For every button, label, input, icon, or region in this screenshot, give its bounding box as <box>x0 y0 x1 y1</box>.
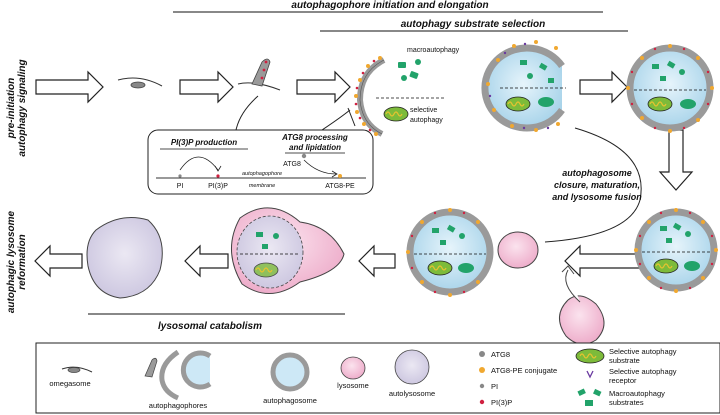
arrow-left-icon <box>184 244 229 278</box>
mitochondrion-icon <box>383 106 409 122</box>
header-initiation: autophagophore initiation and elongation <box>291 0 488 11</box>
autophagosome-bottom-right <box>634 208 718 293</box>
arrow-left-icon <box>564 244 641 278</box>
legend-autolysosome-label: autolysosome <box>389 389 435 398</box>
arrow-right-icon <box>579 70 628 104</box>
mitochondrion-icon <box>575 348 605 364</box>
legend: omegasome autophagophores autophagosome … <box>35 342 720 414</box>
arrow-left-icon <box>34 244 83 278</box>
arrow-right-icon <box>296 70 351 104</box>
macro-substrate-icon <box>577 388 602 406</box>
legend-lysosome: lysosome <box>337 356 369 390</box>
reformed-lysosome <box>86 217 163 299</box>
closure-label-1: autophagosome <box>562 168 632 178</box>
legend-omegasome: omegasome <box>49 366 93 388</box>
atg8-label: ATG8 <box>283 161 301 168</box>
selective-label-2: autophagy <box>410 117 443 124</box>
label-pre-initiation-1: pre-initiation <box>6 78 17 140</box>
atg8pe-label: ATG8-PE <box>325 183 355 190</box>
label-reformation-1: autophagic lysosome <box>6 210 17 313</box>
closure-label-3: and lysosome fusion <box>552 192 642 202</box>
legend-atg8pe-label: ATG8-PE conjugate <box>491 366 557 375</box>
selective-label-1: selective <box>410 107 437 114</box>
lipidation-inset: PI(3)P production ATG8 processing and li… <box>147 95 374 195</box>
omegasome-stage <box>117 77 163 89</box>
pi3p-label: PI(3)P <box>208 183 228 190</box>
legend-macro-1: Macroautophagy <box>609 389 665 398</box>
fusion-stage <box>406 208 605 345</box>
closing-autophagophore <box>481 40 566 132</box>
receptor-icon <box>586 370 594 379</box>
early-phagophore <box>237 58 281 91</box>
arrow-down-icon <box>658 129 694 191</box>
legend-lysosome-label: lysosome <box>337 381 369 390</box>
label-reformation-2: reformation <box>17 234 28 290</box>
lysosomal-catabolism-label: lysosomal catabolism <box>158 321 262 332</box>
pi-label: PI <box>177 183 184 190</box>
legend-autophagophores-label: autophagophores <box>149 401 208 410</box>
membrane-label-1: autophagophore <box>242 171 282 177</box>
process-arrows <box>34 70 694 278</box>
legend-atg8-label: ATG8 <box>491 350 510 359</box>
autolysosome-stage <box>231 207 345 294</box>
legend-omegasome-label: omegasome <box>49 379 90 388</box>
atg8-title-2: and lipidation <box>289 143 341 152</box>
arrow-right-icon <box>35 70 104 104</box>
legend-macro-2: substrates <box>609 398 644 407</box>
header-substrate-selection: autophagy substrate selection <box>401 19 545 30</box>
sealed-autophagosome-top <box>626 44 714 133</box>
legend-substrates: Selective autophagy substrate Selective … <box>575 347 677 407</box>
legend-pi-label: PI <box>491 382 498 391</box>
atg8-title-1: ATG8 processing <box>281 133 348 142</box>
elongating-phagophore: macroautophagy selective autophagy <box>354 47 460 137</box>
legend-autophagophores: autophagophores <box>144 349 212 410</box>
legend-markers: ATG8 ATG8-PE conjugate PI PI(3)P <box>479 350 557 407</box>
legend-pi3p-label: PI(3)P <box>491 398 512 407</box>
closure-label-2: closure, maturation, <box>554 180 640 190</box>
label-pre-initiation-2: autophagy signaling <box>17 59 28 156</box>
arrow-right-icon <box>179 70 234 104</box>
macro-substrate-icon <box>398 59 421 81</box>
legend-autophagosome-label: autophagosome <box>263 396 317 405</box>
macroautophagy-label: macroautophagy <box>407 47 460 54</box>
legend-autolysosome: autolysosome <box>389 349 435 398</box>
legend-autophagosome: autophagosome <box>263 352 317 405</box>
legend-receptor-2: receptor <box>609 376 637 385</box>
legend-receptor-1: Selective autophagy <box>609 367 677 376</box>
legend-selective-substrate-1: Selective autophagy <box>609 347 677 356</box>
membrane-label-2: membrane <box>249 183 275 189</box>
pi3p-production-title: PI(3)P production <box>171 138 237 147</box>
arrow-left-icon <box>358 244 396 278</box>
legend-selective-substrate-2: substrate <box>609 356 640 365</box>
